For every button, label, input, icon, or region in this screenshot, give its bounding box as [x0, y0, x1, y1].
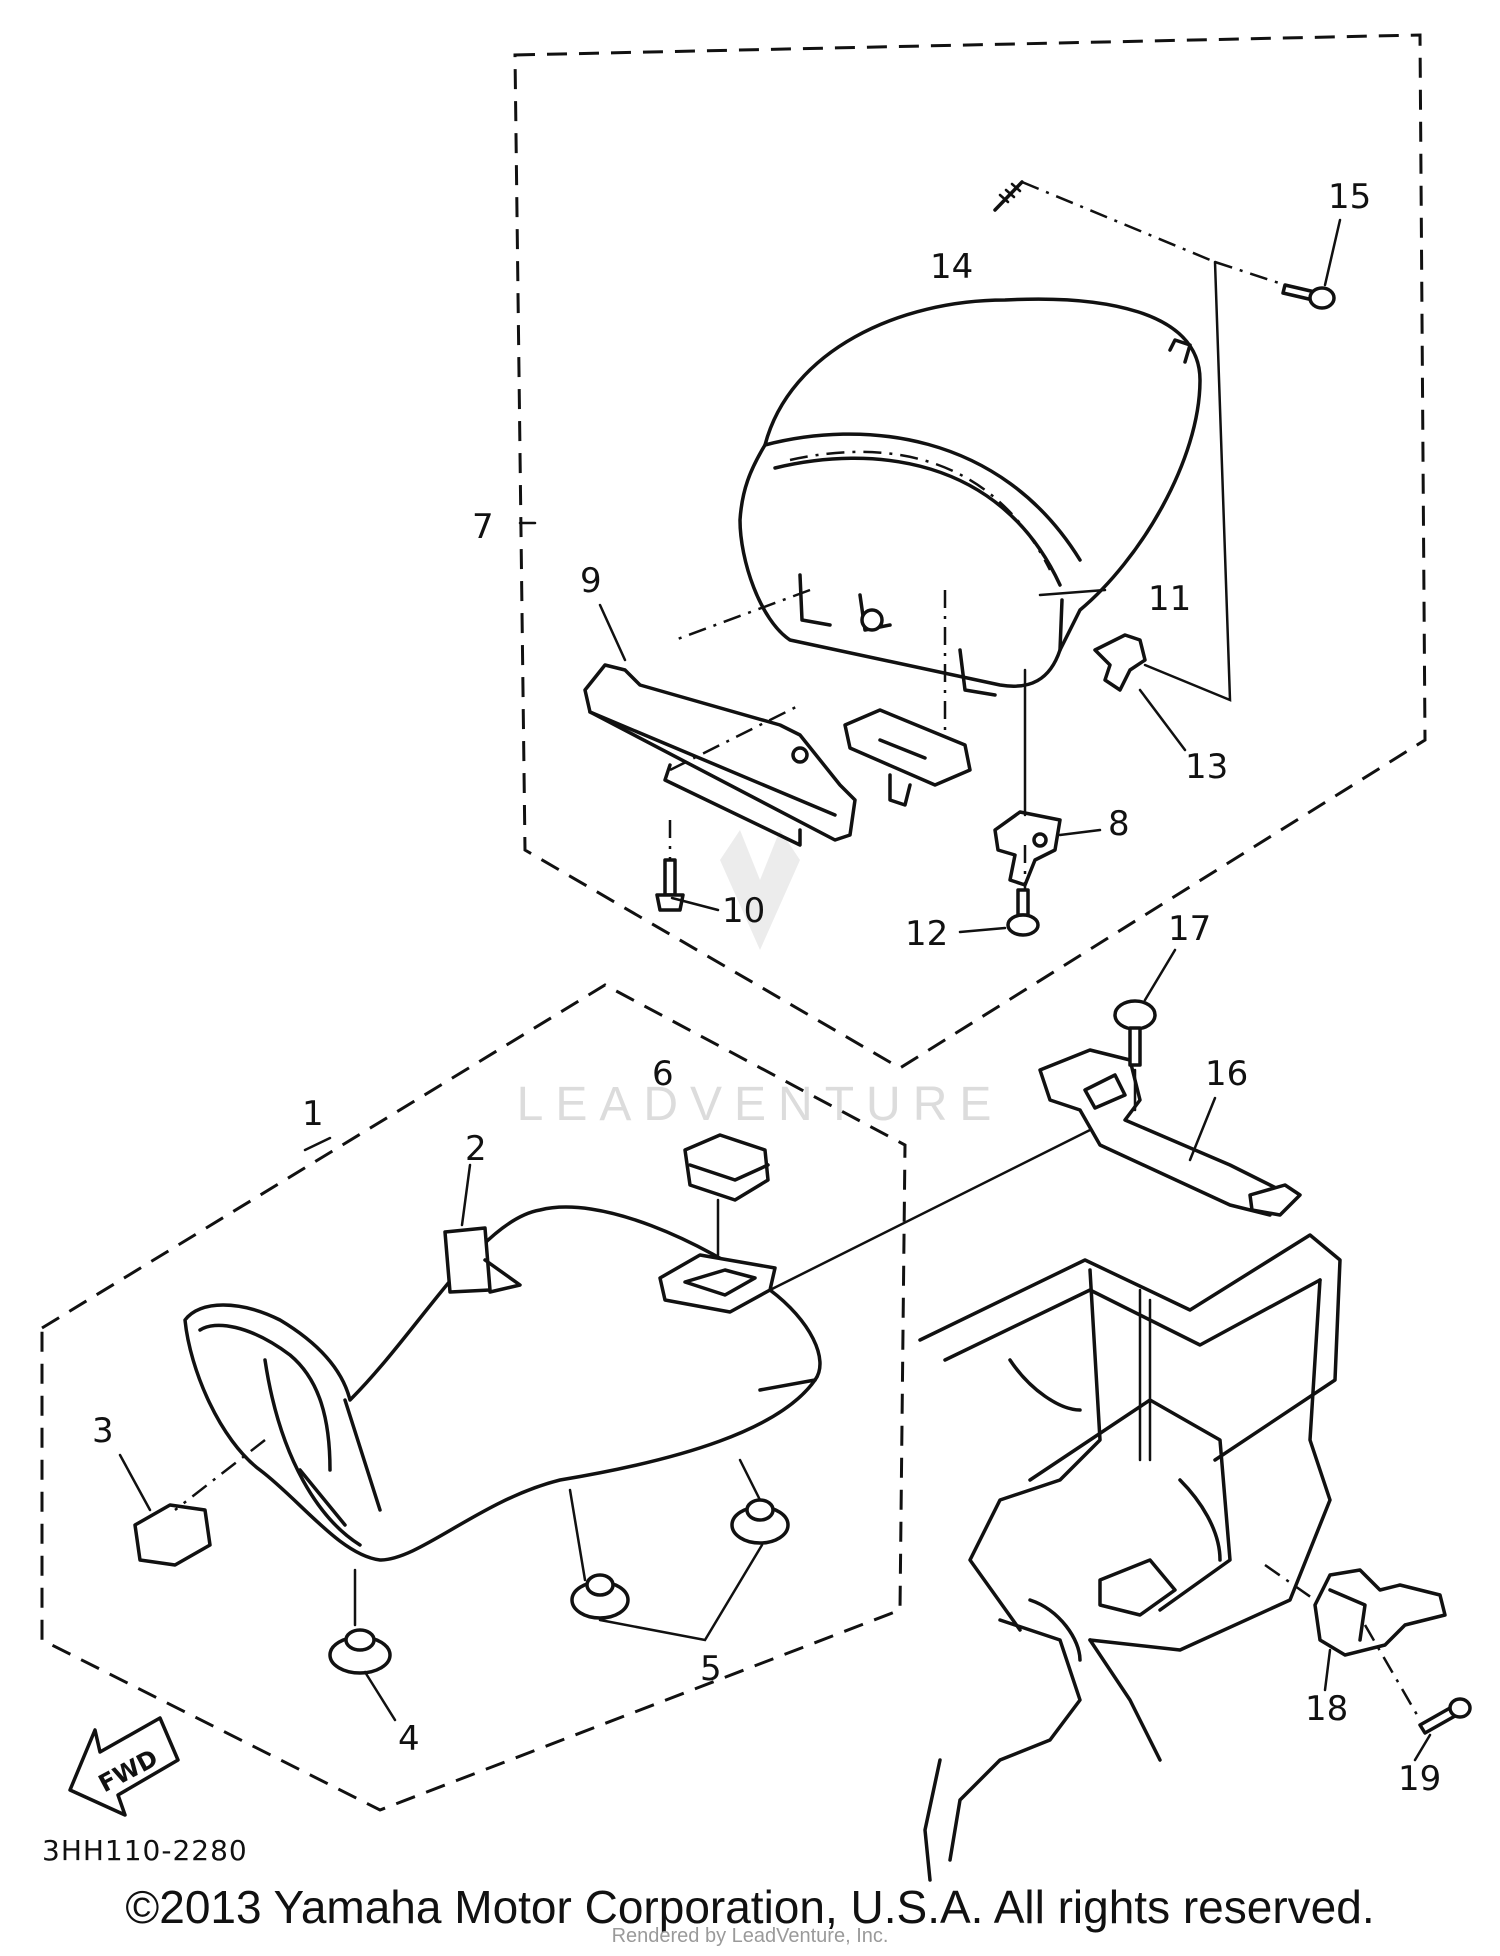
rendered-by-notice: Rendered by LeadVenture, Inc. — [611, 1925, 889, 1947]
front-seat — [183, 1205, 822, 1562]
bolt-17 — [1113, 999, 1157, 1067]
callout-5: 5 — [700, 1649, 722, 1689]
callout-14: 14 — [930, 247, 973, 287]
damper-5a — [570, 1573, 630, 1620]
seat-lock-16 — [1038, 1048, 1302, 1217]
leadventure-watermark: LEADVENTURE — [517, 830, 1004, 1131]
damper-5b — [730, 1498, 790, 1545]
bracket-8 — [993, 810, 1062, 887]
callout-8: 8 — [1108, 804, 1130, 844]
bolt-12 — [1006, 888, 1040, 937]
screw-19 — [1418, 1697, 1472, 1735]
callout-3: 3 — [92, 1411, 114, 1451]
callout-16: 16 — [1205, 1054, 1248, 1094]
rear-seat — [738, 297, 1202, 697]
rear-seat-group-outline — [513, 33, 1427, 1070]
callout-9: 9 — [580, 561, 602, 601]
callout-2: 2 — [465, 1129, 487, 1169]
fwd-arrow: FWD — [68, 1716, 180, 1817]
damper-4 — [328, 1628, 392, 1675]
callout-6: 6 — [652, 1054, 674, 1094]
callout-15: 15 — [1328, 177, 1371, 217]
copyright-notice: ©2013 Yamaha Motor Corporation, U.S.A. A… — [125, 1881, 1375, 1933]
rubber-grommet-6 — [683, 1133, 770, 1202]
spring-14 — [993, 180, 1024, 212]
callout-19: 19 — [1398, 1759, 1441, 1799]
callout-1: 1 — [302, 1094, 324, 1134]
bolt-15 — [1281, 283, 1336, 310]
callout-13: 13 — [1185, 747, 1228, 787]
bolt-10 — [655, 858, 685, 912]
callout-7: 7 — [472, 507, 494, 547]
callout-18: 18 — [1305, 1689, 1348, 1729]
cap-3 — [133, 1503, 212, 1567]
diagram-code: 3HH110-2280 — [42, 1834, 248, 1867]
callout-17: 17 — [1168, 909, 1211, 949]
watermark-text: LEADVENTURE — [517, 1078, 1004, 1131]
callout-4: 4 — [398, 1719, 420, 1759]
callout-11: 11 — [1148, 579, 1191, 619]
front-seat-group-outline — [40, 983, 907, 1812]
seat-mounting-bar — [583, 663, 857, 847]
callout-10: 10 — [722, 891, 765, 931]
frame — [918, 1233, 1342, 1882]
bracket-13 — [1093, 633, 1147, 692]
callout-12: 12 — [905, 914, 948, 954]
seat-bracket-plate — [843, 708, 972, 807]
lock-18 — [1313, 1568, 1447, 1657]
